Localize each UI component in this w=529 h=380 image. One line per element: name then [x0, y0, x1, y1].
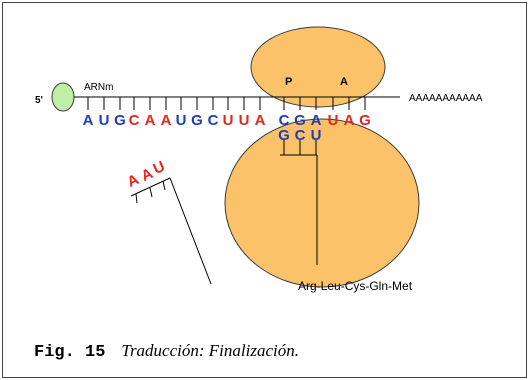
p-site-label: P: [285, 76, 292, 88]
mrna-base: C: [129, 112, 140, 129]
peptide-chain: Arg-Leu-Cys-Gln-Met: [298, 279, 413, 293]
mrna-base: A: [311, 112, 322, 129]
mrna-base: A: [344, 112, 355, 129]
released-trna-stem: [130, 177, 212, 285]
released-trna-base: U: [151, 158, 168, 178]
ribosome-small-subunit: [224, 118, 420, 288]
mrna-base: U: [99, 112, 110, 129]
mrna-base: G: [294, 112, 306, 129]
trna-p-stem: [280, 140, 318, 265]
mrna-base: C: [208, 112, 219, 129]
released-trna-base: A: [125, 171, 142, 191]
mrna-base: U: [176, 112, 187, 129]
ribosome-large-subunit: [250, 26, 386, 108]
mrna-base: A: [161, 112, 172, 129]
trna-p-base: G: [278, 127, 290, 144]
mrna-base: G: [359, 112, 371, 129]
mrna-base: U: [239, 112, 250, 129]
five-prime-cap: [51, 82, 75, 112]
mrna-base: G: [191, 112, 203, 129]
mrna-base: U: [328, 112, 339, 129]
poly-a-tail: AAAAAAAAAAA: [409, 93, 483, 104]
five-prime-label: 5': [35, 95, 43, 106]
mrna-base: U: [223, 112, 234, 129]
a-site-label: A: [340, 76, 348, 88]
caption: Fig. 15 Traducción: Finalización.: [34, 341, 299, 362]
trna-p-base: C: [295, 127, 306, 144]
figure-title: Traducción: Finalización.: [121, 341, 299, 360]
figure-number: Fig. 15: [34, 343, 105, 362]
mrna-base-ticks: [87, 97, 366, 110]
released-trna-anticodon: AAU: [125, 158, 168, 191]
mrna-base: G: [114, 112, 126, 129]
mrna-base: A: [255, 112, 266, 129]
mrna-base: C: [279, 112, 290, 129]
trna-p-base: U: [311, 127, 322, 144]
mrna-label: ARNm: [84, 82, 113, 93]
mrna-base: A: [83, 112, 94, 129]
mrna-base: A: [145, 112, 156, 129]
